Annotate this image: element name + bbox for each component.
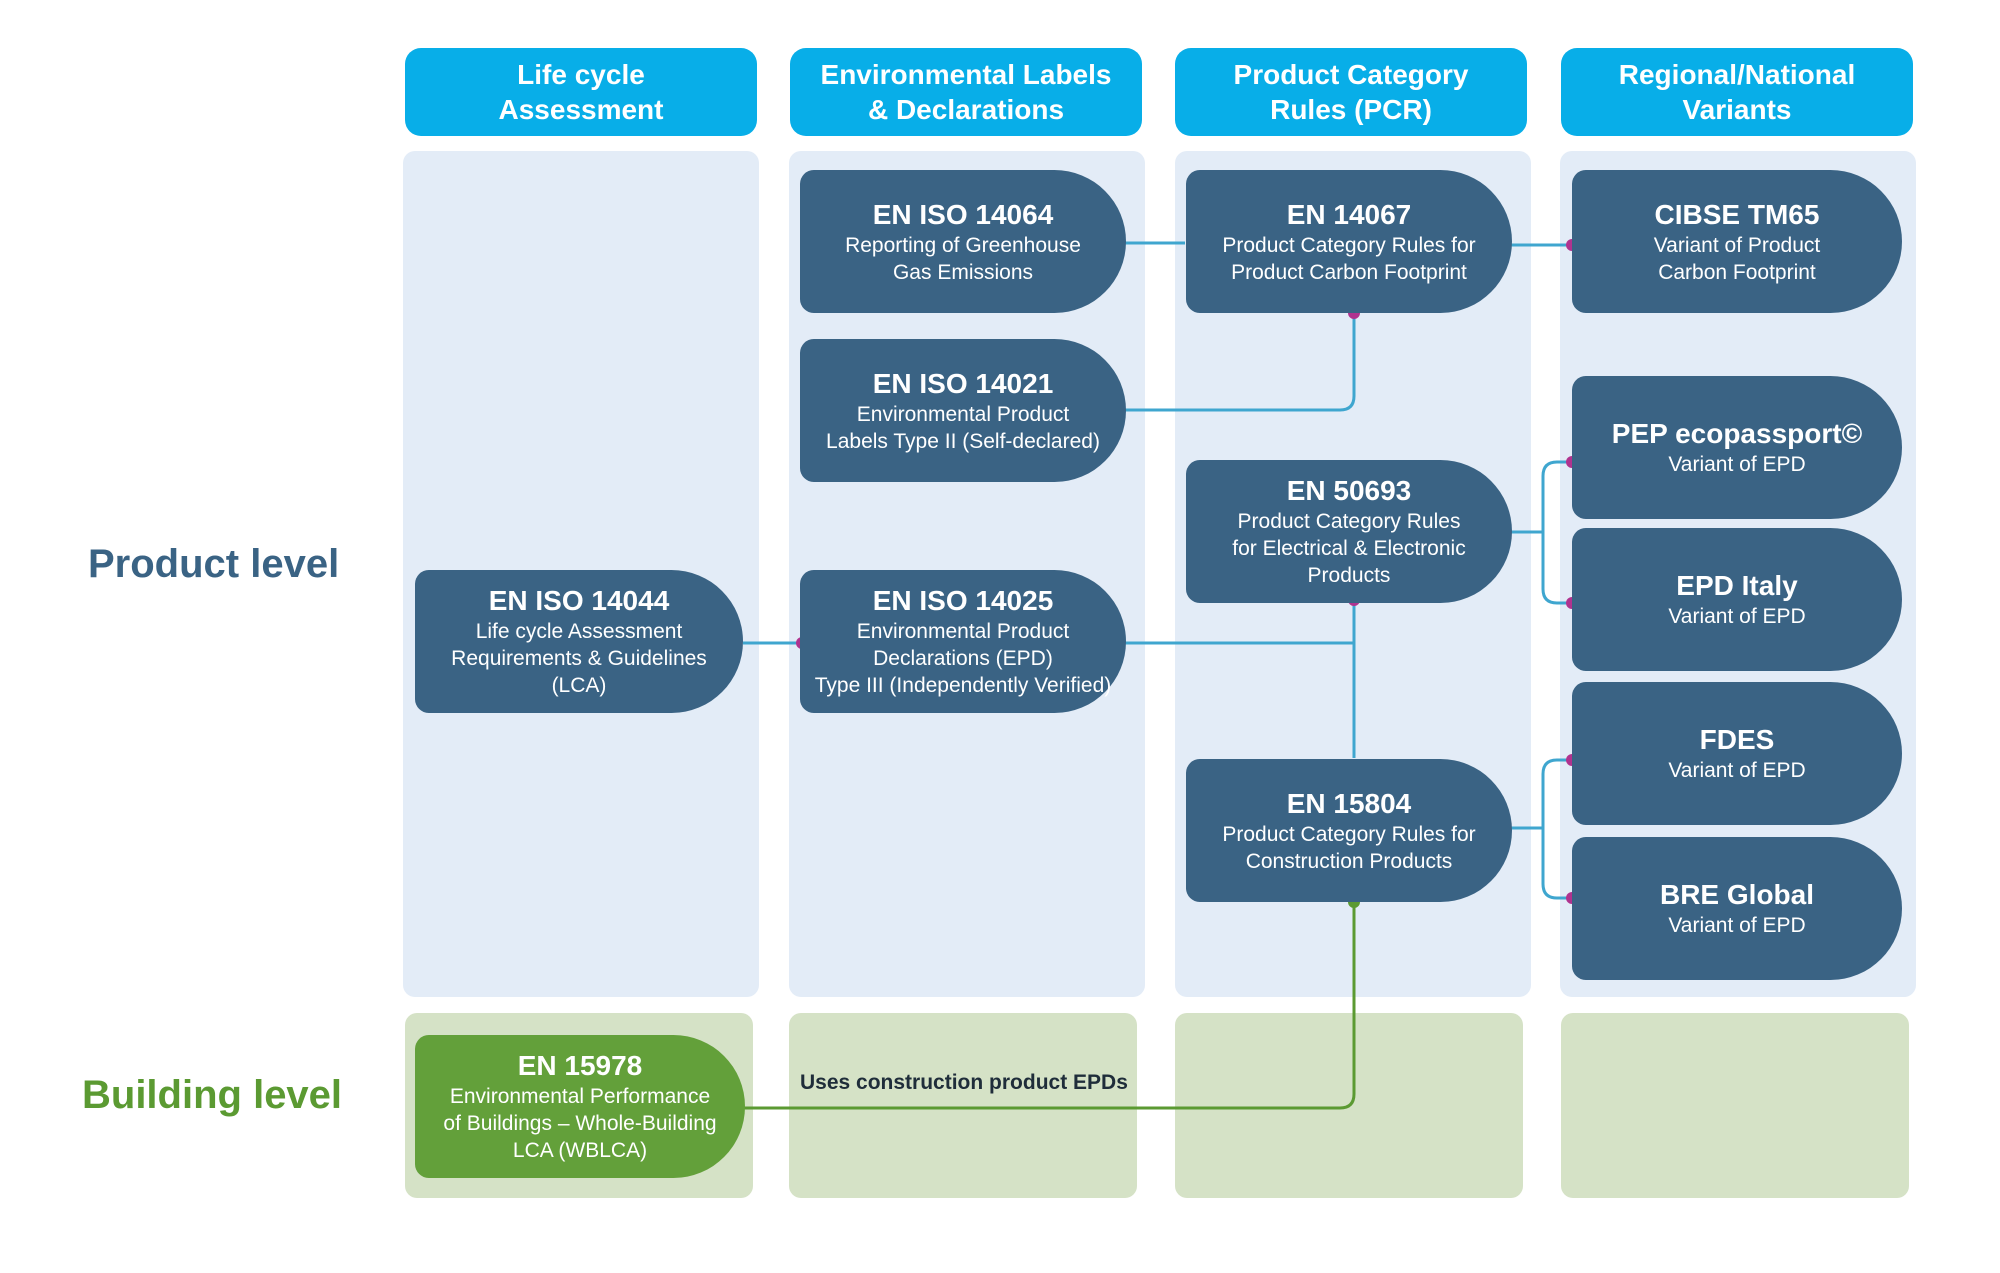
node-pep-ecopassport: PEP ecopassport© Variant of EPD — [1572, 376, 1902, 519]
node-title: EN ISO 14021 — [872, 367, 1054, 399]
node-title: PEP ecopassport© — [1611, 418, 1863, 449]
node-description: Life cycle Assessment Requirements & Gui… — [451, 620, 707, 697]
node-en-15804: EN 15804 Product Category Rules for Cons… — [1186, 759, 1512, 902]
node-description: Variant of EPD — [1668, 605, 1806, 628]
node-description: Variant of Product Carbon Footprint — [1653, 233, 1821, 284]
node-description: Environmental Performance of Buildings –… — [443, 1085, 717, 1162]
node-title: BRE Global — [1659, 879, 1814, 910]
node-title: EN 15978 — [517, 1050, 643, 1081]
link-15804-fdes-bre — [1541, 758, 1572, 900]
node-description: Product Category Rules for Product Carbo… — [1222, 233, 1476, 284]
node-en-iso-14064: EN ISO 14064 Reporting of Greenhouse Gas… — [800, 170, 1126, 313]
link-14021-14067 — [1124, 313, 1356, 412]
node-en-iso-14025: EN ISO 14025 Environmental Product Decla… — [800, 570, 1126, 713]
building-panel-regional-variants — [1561, 1013, 1909, 1198]
product-level-label: Product level — [88, 542, 340, 586]
node-title: EN ISO 14044 — [488, 585, 670, 616]
column-header-pcr: Product Category Rules (PCR) — [1175, 48, 1527, 136]
node-title: EN 50693 — [1286, 475, 1412, 506]
column-header-labels-declarations: Environmental Labels & Declarations — [790, 48, 1142, 136]
node-cibse-tm65: CIBSE TM65 Variant of Product Carbon Foo… — [1572, 170, 1902, 313]
node-description: Product Category Rules for Construction … — [1222, 822, 1476, 873]
node-description: Environmental Product Labels Type II (Se… — [826, 402, 1100, 453]
node-title: FDES — [1699, 724, 1775, 755]
link-15804-15978 — [744, 902, 1356, 1110]
node-description: Variant of EPD — [1668, 453, 1806, 476]
node-description: Variant of EPD — [1668, 914, 1806, 937]
column-header-lca: Life cycle Assessment — [405, 48, 757, 136]
node-en-iso-14021: EN ISO 14021 Environmental Product Label… — [800, 339, 1126, 482]
building-level-label: Building level — [82, 1073, 343, 1117]
node-title: EN ISO 14064 — [872, 198, 1054, 230]
node-en-14067: EN 14067 Product Category Rules for Prod… — [1186, 170, 1512, 313]
node-description: Reporting of Greenhouse Gas Emissions — [845, 233, 1081, 284]
node-title: CIBSE TM65 — [1654, 198, 1820, 230]
node-en-15978: EN 15978 Environmental Performance of Bu… — [415, 1035, 745, 1178]
node-en-iso-14044: EN ISO 14044 Life cycle Assessment Requi… — [415, 570, 743, 713]
building-panel-labels-declarations — [789, 1013, 1137, 1198]
node-fdes: FDES Variant of EPD — [1572, 682, 1902, 825]
node-title: EN ISO 14025 — [872, 585, 1054, 616]
node-title: EN 14067 — [1286, 198, 1412, 230]
node-epd-italy: EPD Italy Variant of EPD — [1572, 528, 1902, 671]
node-description: Product Category Rules for Electrical & … — [1232, 510, 1466, 587]
edge-label-uses-epds: Uses construction product EPDs — [800, 1071, 1128, 1094]
node-title: EPD Italy — [1676, 570, 1798, 601]
node-bre-global: BRE Global Variant of EPD — [1572, 837, 1902, 980]
node-description: Variant of EPD — [1668, 759, 1806, 782]
column-header-regional-variants: Regional/National Variants — [1561, 48, 1913, 136]
link-50693-pep-epditaly — [1541, 460, 1572, 605]
node-en-50693: EN 50693 Product Category Rules for Elec… — [1186, 460, 1512, 603]
node-description: Environmental Product Declarations (EPD)… — [814, 620, 1112, 697]
node-title: EN 15804 — [1286, 787, 1412, 819]
